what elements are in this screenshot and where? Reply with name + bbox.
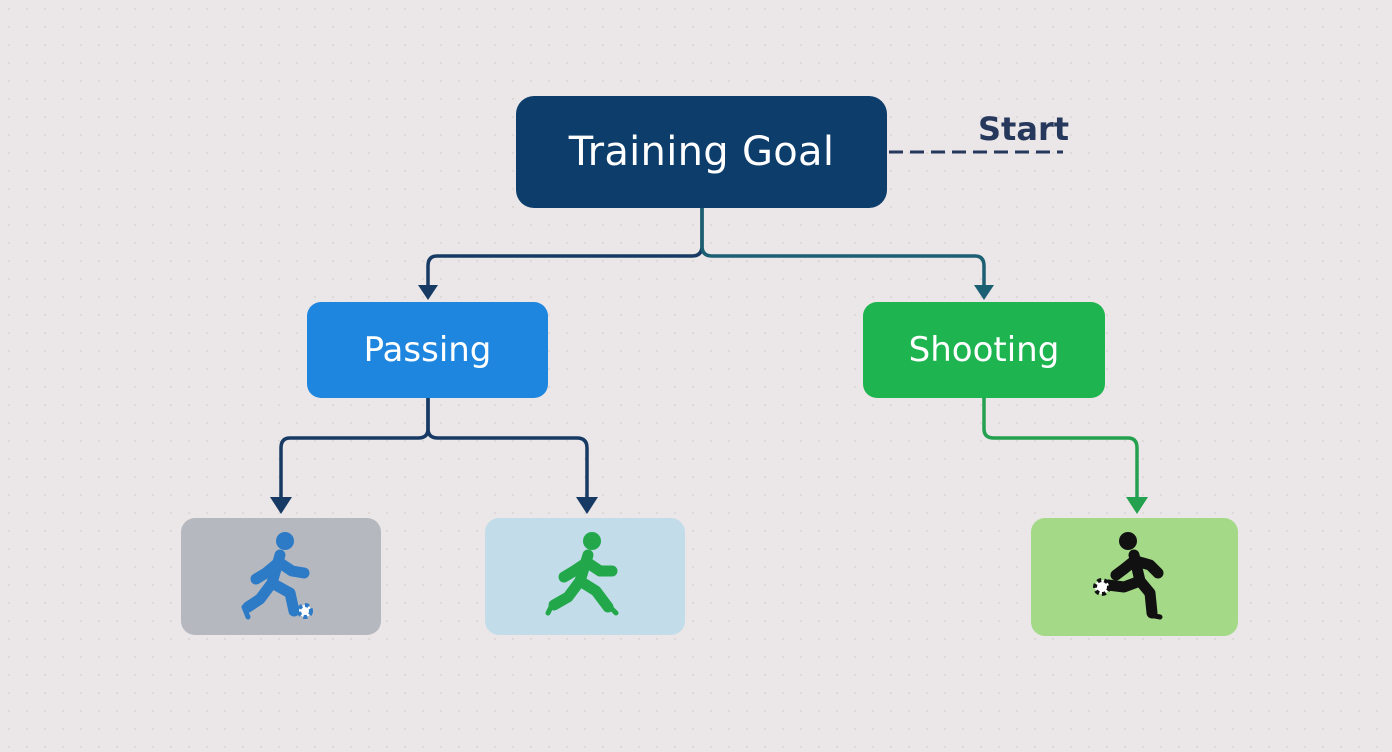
- passing-drill-1-card: [181, 518, 381, 635]
- connector-root-to-shooting: [700, 208, 986, 286]
- passing-label: Passing: [363, 330, 492, 370]
- start-label: Start: [978, 110, 1070, 148]
- connector-passing-to-leaf-2: [426, 398, 589, 498]
- shooting-drill-card: [1031, 518, 1238, 636]
- shooting-node: Shooting: [863, 302, 1105, 398]
- shooting-label: Shooting: [908, 330, 1060, 370]
- training-goal-node: Training Goal: [516, 96, 887, 208]
- arrowhead-passing: [418, 285, 438, 300]
- connector-shooting-to-leaf-3: [982, 398, 1139, 498]
- arrowhead-leaf-2: [576, 497, 598, 514]
- passing-node: Passing: [307, 302, 548, 398]
- arrowhead-leaf-3: [1126, 497, 1148, 514]
- training-goal-label: Training Goal: [568, 129, 835, 175]
- runner-icon: [545, 531, 619, 615]
- arrowhead-leaf-1: [270, 497, 292, 514]
- connector-passing-to-leaf-1: [279, 398, 430, 498]
- passing-drill-2-card: [485, 518, 685, 635]
- connector-root-to-passing: [426, 208, 704, 286]
- runner-dribbling-icon: [241, 531, 313, 619]
- player-kicking-ball-icon: [1092, 532, 1163, 620]
- arrowhead-shooting: [974, 285, 994, 300]
